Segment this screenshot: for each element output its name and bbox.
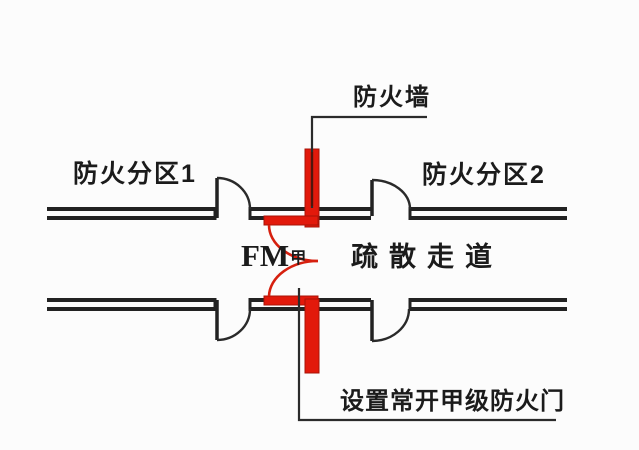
- door-top-left: [215, 176, 252, 218]
- zone2-label: 防火分区2: [422, 161, 546, 189]
- door-bottom-left: [215, 300, 252, 342]
- fire-wall-label: 防火墙: [353, 84, 431, 111]
- bottom-wall-jamb-caps: [213, 298, 412, 311]
- corridor-label: 疏散走道: [351, 242, 503, 272]
- note-leader-line: [297, 288, 556, 422]
- fire-door-code-text: FM: [241, 238, 290, 273]
- fire-door-note-label: 设置常开甲级防火门: [340, 388, 565, 415]
- fire-door-swing-arc-bottom: [267, 259, 319, 297]
- fire-wall-bar-bottom: [304, 298, 320, 374]
- fire-door-class-text: 甲: [290, 250, 307, 267]
- fire-door-leaf-top: [263, 215, 319, 226]
- door-top-right: [370, 178, 412, 216]
- door-bottom-left-swing-arc: [216, 308, 252, 342]
- door-top-right-swing-arc: [371, 178, 412, 210]
- fire-wall-leader-line: [310, 115, 427, 208]
- door-bottom-right: [370, 300, 411, 343]
- zone1-label: 防火分区1: [73, 160, 197, 188]
- fire-door-code-label: FM 甲: [241, 240, 306, 271]
- top-wall-jamb-caps: [213, 207, 412, 220]
- door-bottom-right-swing-arc: [371, 308, 411, 343]
- door-top-left-swing-arc: [216, 176, 252, 210]
